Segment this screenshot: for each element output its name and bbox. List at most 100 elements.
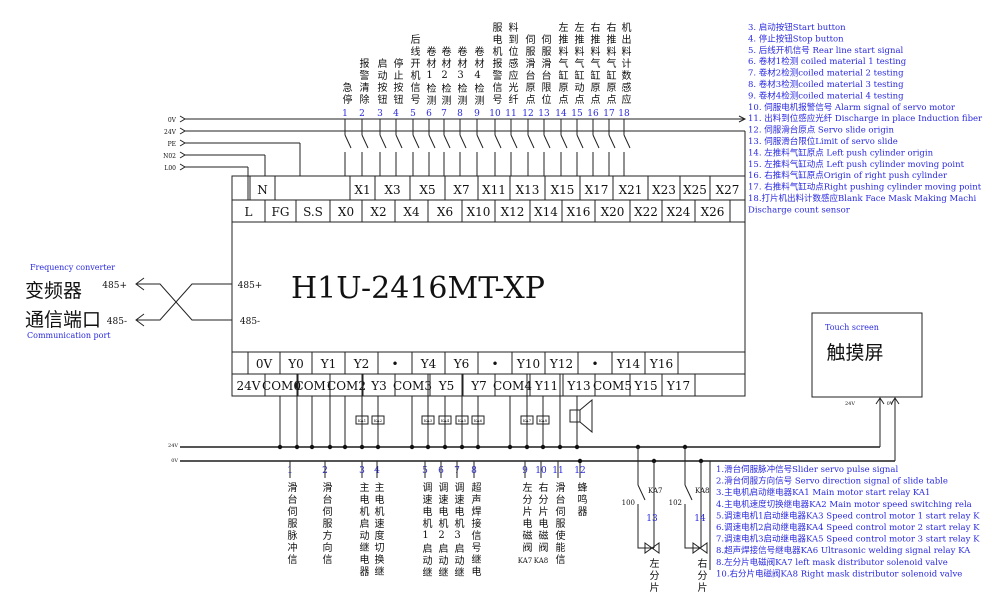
terminal-X12: X12 — [501, 205, 525, 219]
valve-number-13: 13 — [646, 514, 658, 524]
junction-dot — [425, 444, 431, 450]
arrow-icon — [179, 115, 186, 123]
bus-label-24v: 24V — [168, 443, 178, 449]
output-label-6: 调速电机2启动继 — [436, 482, 447, 579]
output-label-4: 主电机速度切换继 — [372, 482, 383, 578]
arrow-icon — [738, 115, 747, 123]
output-label-7: 调速电机3启动继 — [452, 482, 463, 579]
switch-icon — [361, 134, 369, 160]
output-legend-item: 8.左分片电磁阀KA7 left mask distributor soleno… — [716, 557, 948, 568]
switch-icon — [576, 134, 584, 160]
output-legend-item: 8.超声焊接信号继电器KA6 Ultrasonic welding signal… — [716, 545, 971, 556]
terminal-Y15: Y15 — [633, 379, 657, 393]
solenoid-valve-icon — [644, 542, 660, 554]
terminal-X14: X14 — [534, 205, 558, 219]
input-number-12: 12 — [522, 109, 533, 119]
power-label-4: L00 — [164, 165, 176, 172]
terminal-X15: X15 — [551, 183, 575, 197]
terminal-Y16: Y16 — [649, 357, 673, 371]
switch-icon — [608, 134, 616, 160]
input-label-17: 右推料气缸原点 — [604, 22, 615, 106]
twisted-pair-wire — [136, 283, 232, 321]
input-label-16: 右推料气缸原点 — [588, 22, 599, 106]
junction-dot — [409, 444, 415, 450]
output-legend-item: 3.主电机启动继电器KA1 Main motor start relay KA1 — [716, 487, 930, 498]
input-number-3: 3 — [377, 109, 383, 119]
terminal-Y1: Y1 — [320, 357, 337, 371]
output-legend-item: 4.主电机速度切换继电器KA2 Main motor speed switchi… — [716, 499, 972, 510]
terminal-Y13: Y13 — [566, 379, 590, 393]
terminal-X6: X6 — [437, 205, 453, 219]
output-label-8: 超声焊接信号继电 — [469, 482, 480, 578]
terminal-X10: X10 — [467, 205, 491, 219]
input-legend-item: 9. 卷材4检测coiled material 4 testing — [748, 90, 904, 101]
relay-KA1 — [355, 415, 369, 425]
input-number-13: 13 — [538, 109, 550, 119]
output-label-3: 主电机启动继电器 — [357, 482, 368, 578]
terminal-L: L — [245, 205, 253, 219]
relay-label-KA1: KA1 — [358, 418, 366, 423]
relay-KA6 — [471, 415, 485, 425]
relay-label-KA7: KA7 — [523, 418, 532, 423]
input-number-9: 9 — [474, 109, 480, 119]
terminal-X25: X25 — [683, 183, 707, 197]
terminal-COM5: COM5 — [593, 379, 632, 393]
comm-title-cn-2: 通信端口 — [25, 309, 101, 331]
touch-screen-0v: 0V — [887, 401, 894, 407]
terminal-0V: 0V — [256, 357, 273, 371]
input-legend-item: 3. 启动按钮Start button — [748, 22, 846, 33]
junction-dot — [475, 444, 481, 450]
input-legend-item: 18.打片机出料计数感应Blank Face Mask Making Machi — [748, 193, 977, 204]
input-label-2: 报警清除 — [357, 58, 368, 106]
junction-dot — [507, 444, 513, 450]
input-number-11: 11 — [505, 109, 516, 119]
junction-dot — [375, 444, 381, 450]
input-number-1: 1 — [342, 109, 348, 119]
switch-icon — [623, 134, 631, 160]
input-legend-item: 4. 停止按钮Stop button — [748, 33, 844, 44]
solenoid-valve-icon — [692, 542, 708, 554]
switch-icon — [428, 134, 436, 160]
arrow-icon — [135, 277, 145, 327]
input-label-8: 卷材3检测 — [455, 46, 466, 107]
terminal-X23: X23 — [652, 183, 676, 197]
input-label-15: 左推料气缸动点 — [572, 22, 583, 106]
input-number-8: 8 — [457, 109, 463, 119]
input-number-16: 16 — [587, 109, 599, 119]
plc-body — [231, 175, 746, 397]
valve-wire-no: 100 — [622, 499, 635, 507]
input-legend-item: 17. 右推料气缸动点Right pushing cylinder moving… — [748, 182, 982, 193]
terminal-Y14: Y14 — [616, 357, 641, 371]
terminal-X5: X5 — [419, 183, 435, 197]
input-label-9: 卷材4检测 — [472, 46, 483, 107]
input-label-14: 左推料气缸原点 — [556, 22, 567, 106]
input-legend-item: 8. 卷材3检测coiled material 3 testing — [748, 79, 904, 90]
terminal-X26: X26 — [701, 205, 725, 219]
terminal-COM4: COM4 — [493, 379, 532, 393]
comm-485-minus: 485- — [107, 317, 127, 327]
plc-model-label: H1U-2416MT-XP — [291, 271, 545, 306]
switch-icon — [527, 134, 535, 160]
relay-label-KA3: KA3 — [424, 418, 433, 423]
output-legend-item: 5.调速电机1启动继电器KA3 Speed control motor 1 st… — [716, 510, 980, 521]
junction-dot — [359, 444, 365, 450]
buzzer-icon — [579, 398, 593, 434]
static-wiring — [135, 175, 923, 570]
terminal-N: N — [257, 183, 268, 197]
terminal-Y2: Y2 — [353, 357, 370, 371]
input-number-17: 17 — [603, 109, 615, 119]
terminal-•: • — [391, 357, 398, 371]
switch-icon — [379, 134, 387, 160]
junction-dot — [442, 444, 448, 450]
comm-subtitle-en: Communication port — [27, 331, 111, 340]
junction-dot — [557, 444, 563, 450]
relay-label-KA2: KA2 — [374, 418, 383, 423]
terminal-X27: X27 — [716, 183, 740, 197]
input-label-12: 伺服滑台原点 — [523, 34, 534, 106]
output-tag-KA8: KA8 — [534, 557, 548, 565]
input-number-10: 10 — [489, 109, 501, 119]
terminal-X2: X2 — [370, 205, 386, 219]
terminal-Y3: Y3 — [370, 379, 387, 393]
input-label-10: 服电机报警信号 — [490, 22, 501, 106]
touch-screen-title-cn: 触摸屏 — [826, 342, 883, 364]
